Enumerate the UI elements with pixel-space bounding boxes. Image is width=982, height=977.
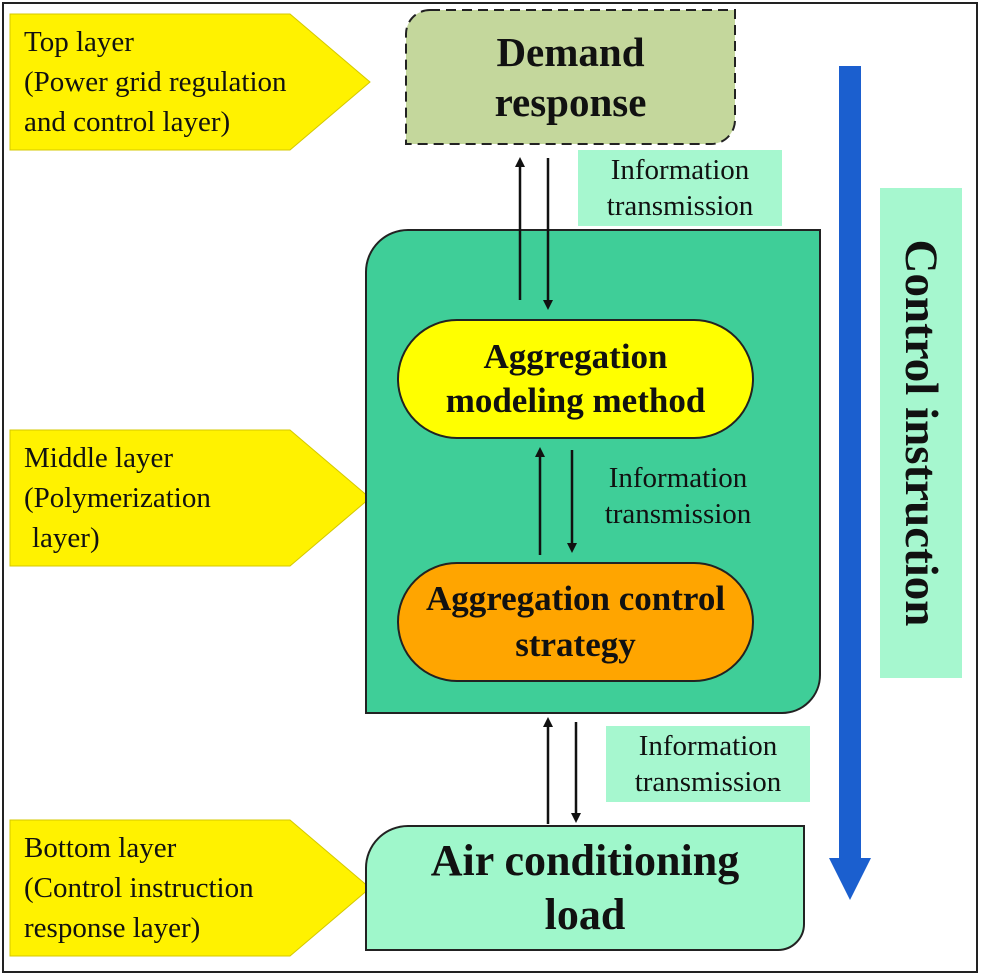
aggregation-control-line-2: strategy <box>515 625 636 664</box>
bottom-layer-line-2: (Control instruction <box>24 872 254 904</box>
bottom-layer-label: Bottom layer (Control instruction respon… <box>24 828 254 948</box>
control-instruction-box: Control instruction <box>880 188 962 678</box>
middle-layer-label: Middle layer (Polymerization layer) <box>24 438 211 558</box>
air-conditioning-line-1: Air conditioning <box>430 836 740 885</box>
info-transmission-top: Information transmission <box>578 150 782 226</box>
bottom-layer-line-1: Bottom layer <box>24 832 177 864</box>
aggregation-control-line-1: Aggregation control <box>425 579 726 618</box>
info-middle-line-2: transmission <box>604 498 752 530</box>
aggregation-modeling-line-2: modeling method <box>445 381 706 420</box>
air-conditioning-line-2: load <box>544 890 626 939</box>
info-transmission-middle: Information transmission <box>590 458 766 534</box>
info-bottom-line-2: transmission <box>634 766 782 798</box>
air-conditioning-box: Air conditioning load <box>366 826 804 950</box>
info-middle-line-1: Information <box>608 462 748 494</box>
top-layer-label: Top layer (Power grid regulation and con… <box>24 22 287 142</box>
demand-response-line-1: Demand <box>496 29 645 75</box>
top-layer-line-3: and control layer) <box>24 106 231 138</box>
info-top-line-2: transmission <box>606 190 754 222</box>
aggregation-modeling-box: Aggregation modeling method <box>398 320 753 438</box>
top-layer-line-1: Top layer <box>24 26 134 58</box>
middle-layer-line-3: layer) <box>32 522 100 554</box>
demand-response-line-2: response <box>494 79 647 125</box>
middle-layer-line-2: (Polymerization <box>24 482 211 514</box>
aggregation-modeling-line-1: Aggregation <box>483 337 668 376</box>
middle-layer-line-1: Middle layer <box>24 442 173 474</box>
aggregation-control-box: Aggregation control strategy <box>398 563 753 681</box>
control-instruction-label: Control instruction <box>895 239 947 627</box>
info-transmission-bottom: Information transmission <box>606 726 810 802</box>
demand-response-box: Demand response <box>406 10 735 144</box>
top-layer-line-2: (Power grid regulation <box>24 66 287 98</box>
bottom-layer-line-3: response layer) <box>24 912 201 944</box>
info-top-line-1: Information <box>610 154 750 186</box>
info-bottom-line-1: Information <box>638 730 778 762</box>
